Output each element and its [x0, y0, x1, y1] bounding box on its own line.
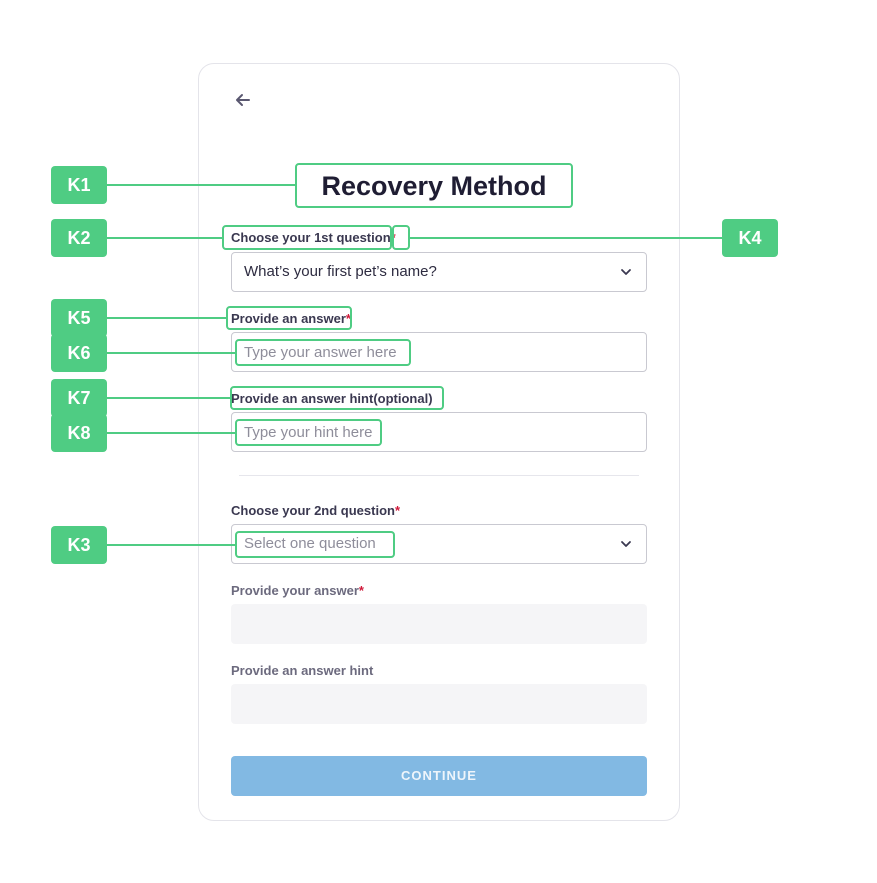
annotation-tag-k8: K8 — [51, 414, 107, 452]
annotation-tag-k5: K5 — [51, 299, 107, 337]
annotation-line-k6 — [107, 352, 236, 354]
annotation-line-k3 — [107, 544, 236, 546]
annotation-tag-k1: K1 — [51, 166, 107, 204]
page-title: Recovery Method — [321, 171, 547, 201]
annotation-line-k4 — [410, 237, 722, 239]
required-mark: * — [358, 583, 364, 598]
continue-button[interactable]: CONTINUE — [231, 756, 647, 796]
section-divider — [239, 475, 639, 476]
hint2-label: Provide an answer hint — [231, 663, 374, 678]
answer1-input[interactable] — [232, 333, 646, 371]
q2-label-row: Choose your 2nd question* — [231, 503, 400, 518]
hint1-field — [231, 412, 647, 452]
annotation-line-k2 — [107, 237, 223, 239]
annotation-tag-k2: K2 — [51, 219, 107, 257]
annotation-tag-k3: K3 — [51, 526, 107, 564]
answer2-input — [231, 604, 647, 644]
hint2-input — [231, 684, 647, 724]
annotation-line-k1 — [107, 184, 296, 186]
annotation-tag-k4: K4 — [722, 219, 778, 257]
q2-select[interactable]: Select one question — [231, 524, 647, 564]
required-mark: * — [394, 503, 401, 518]
q1-label: Choose your 1st question — [231, 230, 391, 245]
q1-select[interactable]: What’s your first pet’s name? — [231, 252, 647, 292]
q1-label-row: Choose your 1st question* — [231, 230, 396, 245]
annotation-tag-k6: K6 — [51, 334, 107, 372]
required-mark: * — [390, 230, 396, 245]
answer1-label: Provide an answer — [231, 311, 346, 326]
q2-label: Choose your 2nd question — [231, 503, 395, 518]
annotation-line-k8 — [107, 432, 236, 434]
required-mark: * — [345, 311, 351, 326]
hint1-input[interactable] — [232, 413, 646, 451]
chevron-down-icon — [621, 541, 631, 547]
annotation-line-k7 — [107, 397, 231, 399]
answer2-label: Provide your answer — [231, 583, 359, 598]
answer1-field — [231, 332, 647, 372]
chevron-down-icon — [621, 269, 631, 275]
answer1-label-row: Provide an answer* — [231, 311, 351, 326]
q2-placeholder: Select one question — [244, 535, 376, 552]
hint1-label: Provide an answer hint(optional) — [231, 391, 433, 406]
answer2-label-row: Provide your answer* — [231, 583, 364, 598]
q1-selected-value: What’s your first pet’s name? — [244, 263, 437, 280]
annotation-line-k5 — [107, 317, 227, 319]
arrow-left-icon[interactable] — [233, 90, 253, 110]
annotation-tag-k7: K7 — [51, 379, 107, 417]
